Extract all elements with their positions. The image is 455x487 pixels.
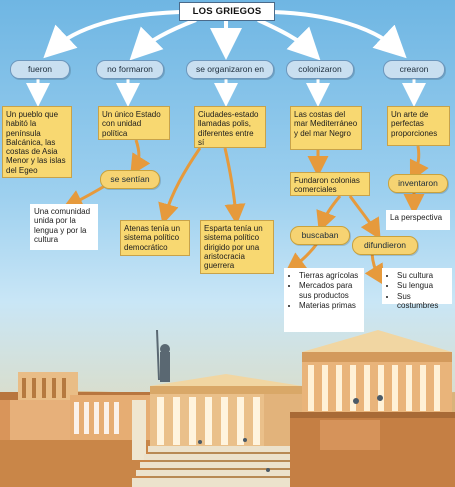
link-crearon: crearon xyxy=(383,60,445,79)
box-fundaron: Fundaron colonias comerciales xyxy=(290,172,370,196)
link-fueron: fueron xyxy=(10,60,70,79)
list-item: Su cultura xyxy=(397,271,448,280)
box-pueblo: Un pueblo que habitó la península Balcán… xyxy=(2,106,72,178)
link-colonizaron: colonizaron xyxy=(286,60,354,79)
box-comunidad: Una comunidad unida por la lengua y por … xyxy=(30,204,98,250)
box-arte: Un arte de perfectas proporciones xyxy=(387,106,450,146)
box-estado: Un único Estado con unidad política xyxy=(98,106,170,140)
box-esparta: Esparta tenía un sistema político dirigi… xyxy=(200,220,274,274)
list-item: Sus costumbres xyxy=(397,292,448,311)
list-item: Mercados para sus productos xyxy=(299,281,360,300)
box-costas: Las costas del mar Mediterráneo y del ma… xyxy=(290,106,362,150)
page-title: LOS GRIEGOS xyxy=(179,2,275,21)
list-buscaban: Tierras agrícolas Mercados para sus prod… xyxy=(284,268,364,332)
list-difundieron: Su cultura Su lengua Sus costumbres xyxy=(382,268,452,310)
list-item: Su lengua xyxy=(397,281,448,290)
list-item: Tierras agrícolas xyxy=(299,271,360,280)
box-atenas: Atenas tenía un sistema político democrá… xyxy=(120,220,190,256)
acropolis-illustration xyxy=(0,329,455,487)
link-no-formaron: no formaron xyxy=(96,60,164,79)
box-perspectiva: La perspectiva xyxy=(386,210,450,230)
list-item: Materias primas xyxy=(299,301,360,310)
link-inventaron: inventaron xyxy=(388,174,448,193)
top-arrows xyxy=(43,10,407,61)
link-se-organizaron: se organizaron en xyxy=(186,60,274,79)
link-se-sentian: se sentían xyxy=(100,170,160,189)
link-buscaban: buscaban xyxy=(290,226,350,245)
link-difundieron: difundieron xyxy=(352,236,418,255)
box-ciudades: Ciudades-estado llamadas polis, diferent… xyxy=(194,106,266,148)
